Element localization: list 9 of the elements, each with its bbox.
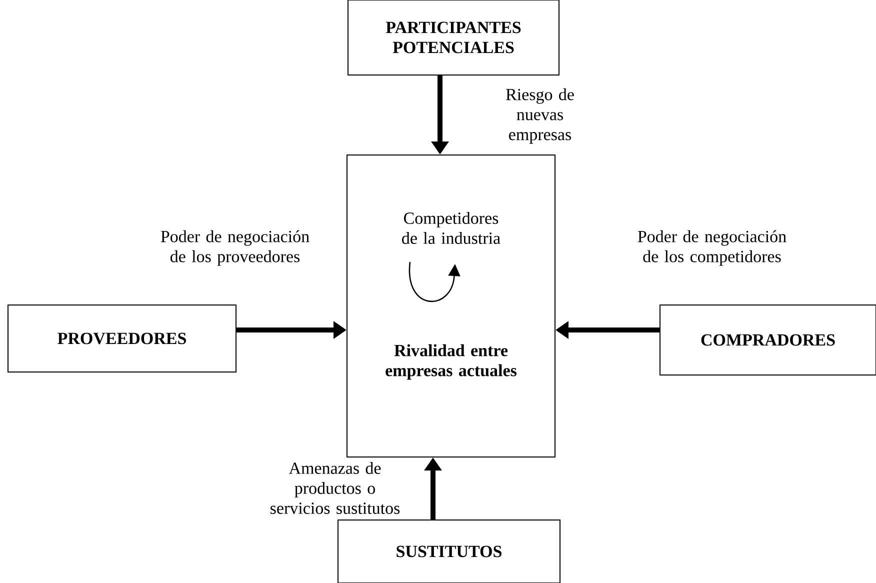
edge-label: Poder de negociación de los proveedores [160, 230, 310, 266]
process-box: COMPRADORES [660, 304, 876, 376]
edge-label: Poder de negociación de los competidores [638, 230, 786, 266]
process-box: SUSTITUTOS [338, 519, 560, 583]
process-box: PROVEEDORES [8, 304, 236, 372]
edge-label: Amenazas de productos o servicios sustitutos [270, 462, 400, 514]
process-box: PARTICIPANTES POTENCIALES [348, 0, 560, 76]
edge-label: Riesgo de nuevas empresas [506, 88, 574, 144]
process-box: Competidores de la industria Rivalidad entre empresas actuales [346, 154, 556, 458]
